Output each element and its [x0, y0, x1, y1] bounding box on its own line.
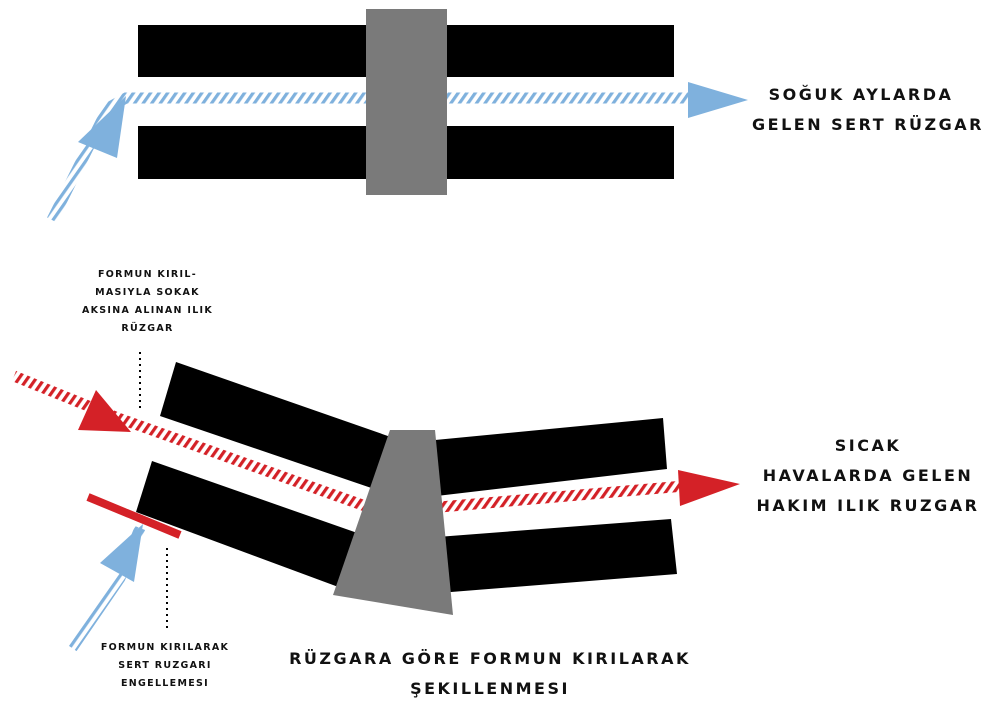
cold-wind-label: SOĞUK AYLARDA GELEN SERT RÜZGAR	[752, 80, 984, 140]
cold-wind-label-line-2: GELEN SERT RÜZGAR	[752, 115, 984, 134]
bottom-left-building-lower	[136, 461, 383, 595]
warm-wind-label-line-2: HAVALARDA GELEN	[762, 466, 974, 485]
warm-wind-label-line-3: HAKIM ILIK RUZGAR	[756, 496, 980, 515]
blocking-label-line-1: FORMUN KIRILARAK	[100, 642, 230, 653]
cold-wind-arrowhead-bottom	[100, 524, 143, 582]
wind-blocking-bar	[86, 493, 182, 539]
cold-wind-entry-arrowhead-top	[78, 96, 126, 158]
bottom-connector-block	[333, 430, 453, 615]
top-connector-block	[366, 9, 447, 195]
warm-wind-entry-arrowhead	[78, 390, 131, 432]
captured-breeze-label-line-1: FORMUN KIRIL-	[98, 269, 197, 280]
broken-form-scheme	[11, 352, 740, 652]
cold-wind-label-line-1: SOĞUK AYLARDA	[768, 85, 954, 104]
warm-wind-label-line-1: SICAK	[834, 436, 902, 455]
straight-street-scheme	[47, 9, 748, 223]
blocking-label-line-2: SERT RUZGARI	[118, 660, 212, 671]
blocking-label-line-3: ENGELLEMESI	[121, 678, 209, 689]
captured-breeze-label-line-4: RÜZGAR	[121, 323, 174, 334]
bottom-right-building-upper	[404, 418, 667, 499]
captured-breeze-label-line-3: AKSINA ALINAN ILIK	[81, 305, 214, 316]
blocking-label: FORMUN KIRILARAK SERT RUZGARI ENGELLEMES…	[90, 639, 240, 693]
bottom-right-building-lower	[398, 519, 677, 596]
captured-breeze-label: FORMUN KIRIL- MASIYLA SOKAK AKSINA ALINA…	[60, 266, 235, 338]
cold-wind-arrowhead-top	[688, 82, 748, 118]
warm-wind-arrowhead	[678, 470, 740, 506]
warm-wind-path	[11, 370, 685, 518]
captured-breeze-label-line-2: MASIYLA SOKAK	[95, 287, 200, 298]
diagram-caption-line-1: RÜZGARA GÖRE FORMUN KIRILARAK	[289, 649, 691, 668]
warm-wind-label: SICAK HAVALARDA GELEN HAKIM ILIK RUZGAR	[748, 431, 988, 521]
diagram-caption-line-2: ŞEKILLENMESI	[410, 679, 570, 698]
diagram-caption: RÜZGARA GÖRE FORMUN KIRILARAK ŞEKILLENME…	[265, 644, 715, 704]
bottom-left-building-upper	[160, 362, 408, 495]
